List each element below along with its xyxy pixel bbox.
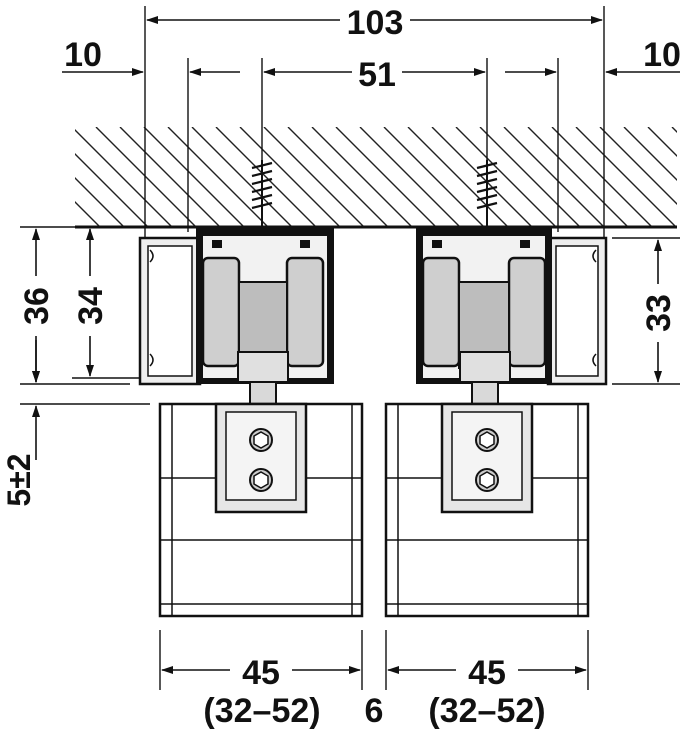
hatch-line [431, 127, 533, 227]
hatch-line [239, 127, 341, 227]
hatch-line [599, 127, 677, 205]
hatch-line [95, 127, 197, 227]
label-door-left-range: (32–52) [203, 692, 320, 730]
screw-right [476, 160, 498, 232]
hatch-line [263, 127, 365, 227]
label-screw-spacing: 51 [358, 56, 396, 94]
hatch-line [215, 127, 317, 227]
hatch-line [311, 127, 413, 227]
hatch-line [119, 127, 221, 227]
hatch-line [623, 127, 677, 181]
hatch-line [167, 127, 269, 227]
label-left-height: 36 [18, 287, 56, 325]
hatch-line [503, 127, 605, 227]
label-door-left-thickness: 45 [242, 654, 280, 692]
hatch-line [575, 127, 677, 227]
label-inner-height: 34 [72, 287, 110, 325]
ceiling-hatched [75, 127, 677, 229]
hatch-line [383, 127, 485, 227]
mounting-bracket-left [214, 402, 308, 514]
hatch-line [75, 177, 125, 227]
hatch-line [75, 153, 149, 227]
screw-left [251, 160, 273, 232]
extension-lines [20, 6, 680, 690]
hatch-line [527, 127, 629, 227]
label-left-offset: 10 [64, 36, 102, 74]
hatch-line [143, 127, 245, 227]
hatch-line [455, 127, 557, 227]
label-door-gap: 6 [365, 692, 384, 730]
hatch-line [551, 127, 653, 227]
hatch-line [407, 127, 509, 227]
hatch-line [647, 127, 677, 157]
mounting-bracket-right [440, 402, 534, 514]
hatch-line [335, 127, 437, 227]
roller-carriage-right [421, 256, 547, 405]
hatch-line [75, 201, 101, 227]
hatch-line [191, 127, 293, 227]
trim-profile-left [138, 236, 202, 386]
label-total-width: 103 [347, 4, 404, 42]
hatch-line [479, 127, 581, 227]
roller-carriage-left [201, 256, 325, 405]
label-gap-adjust: 5±2 [1, 453, 37, 506]
trim-profile-right [546, 236, 608, 386]
label-door-right-range: (32–52) [428, 692, 545, 730]
hatch-line [359, 127, 461, 227]
hatch-line [75, 129, 173, 227]
label-right-height: 33 [640, 294, 678, 332]
hatch-line [287, 127, 389, 227]
label-door-right-thickness: 45 [468, 654, 506, 692]
label-right-offset: 10 [643, 36, 681, 74]
